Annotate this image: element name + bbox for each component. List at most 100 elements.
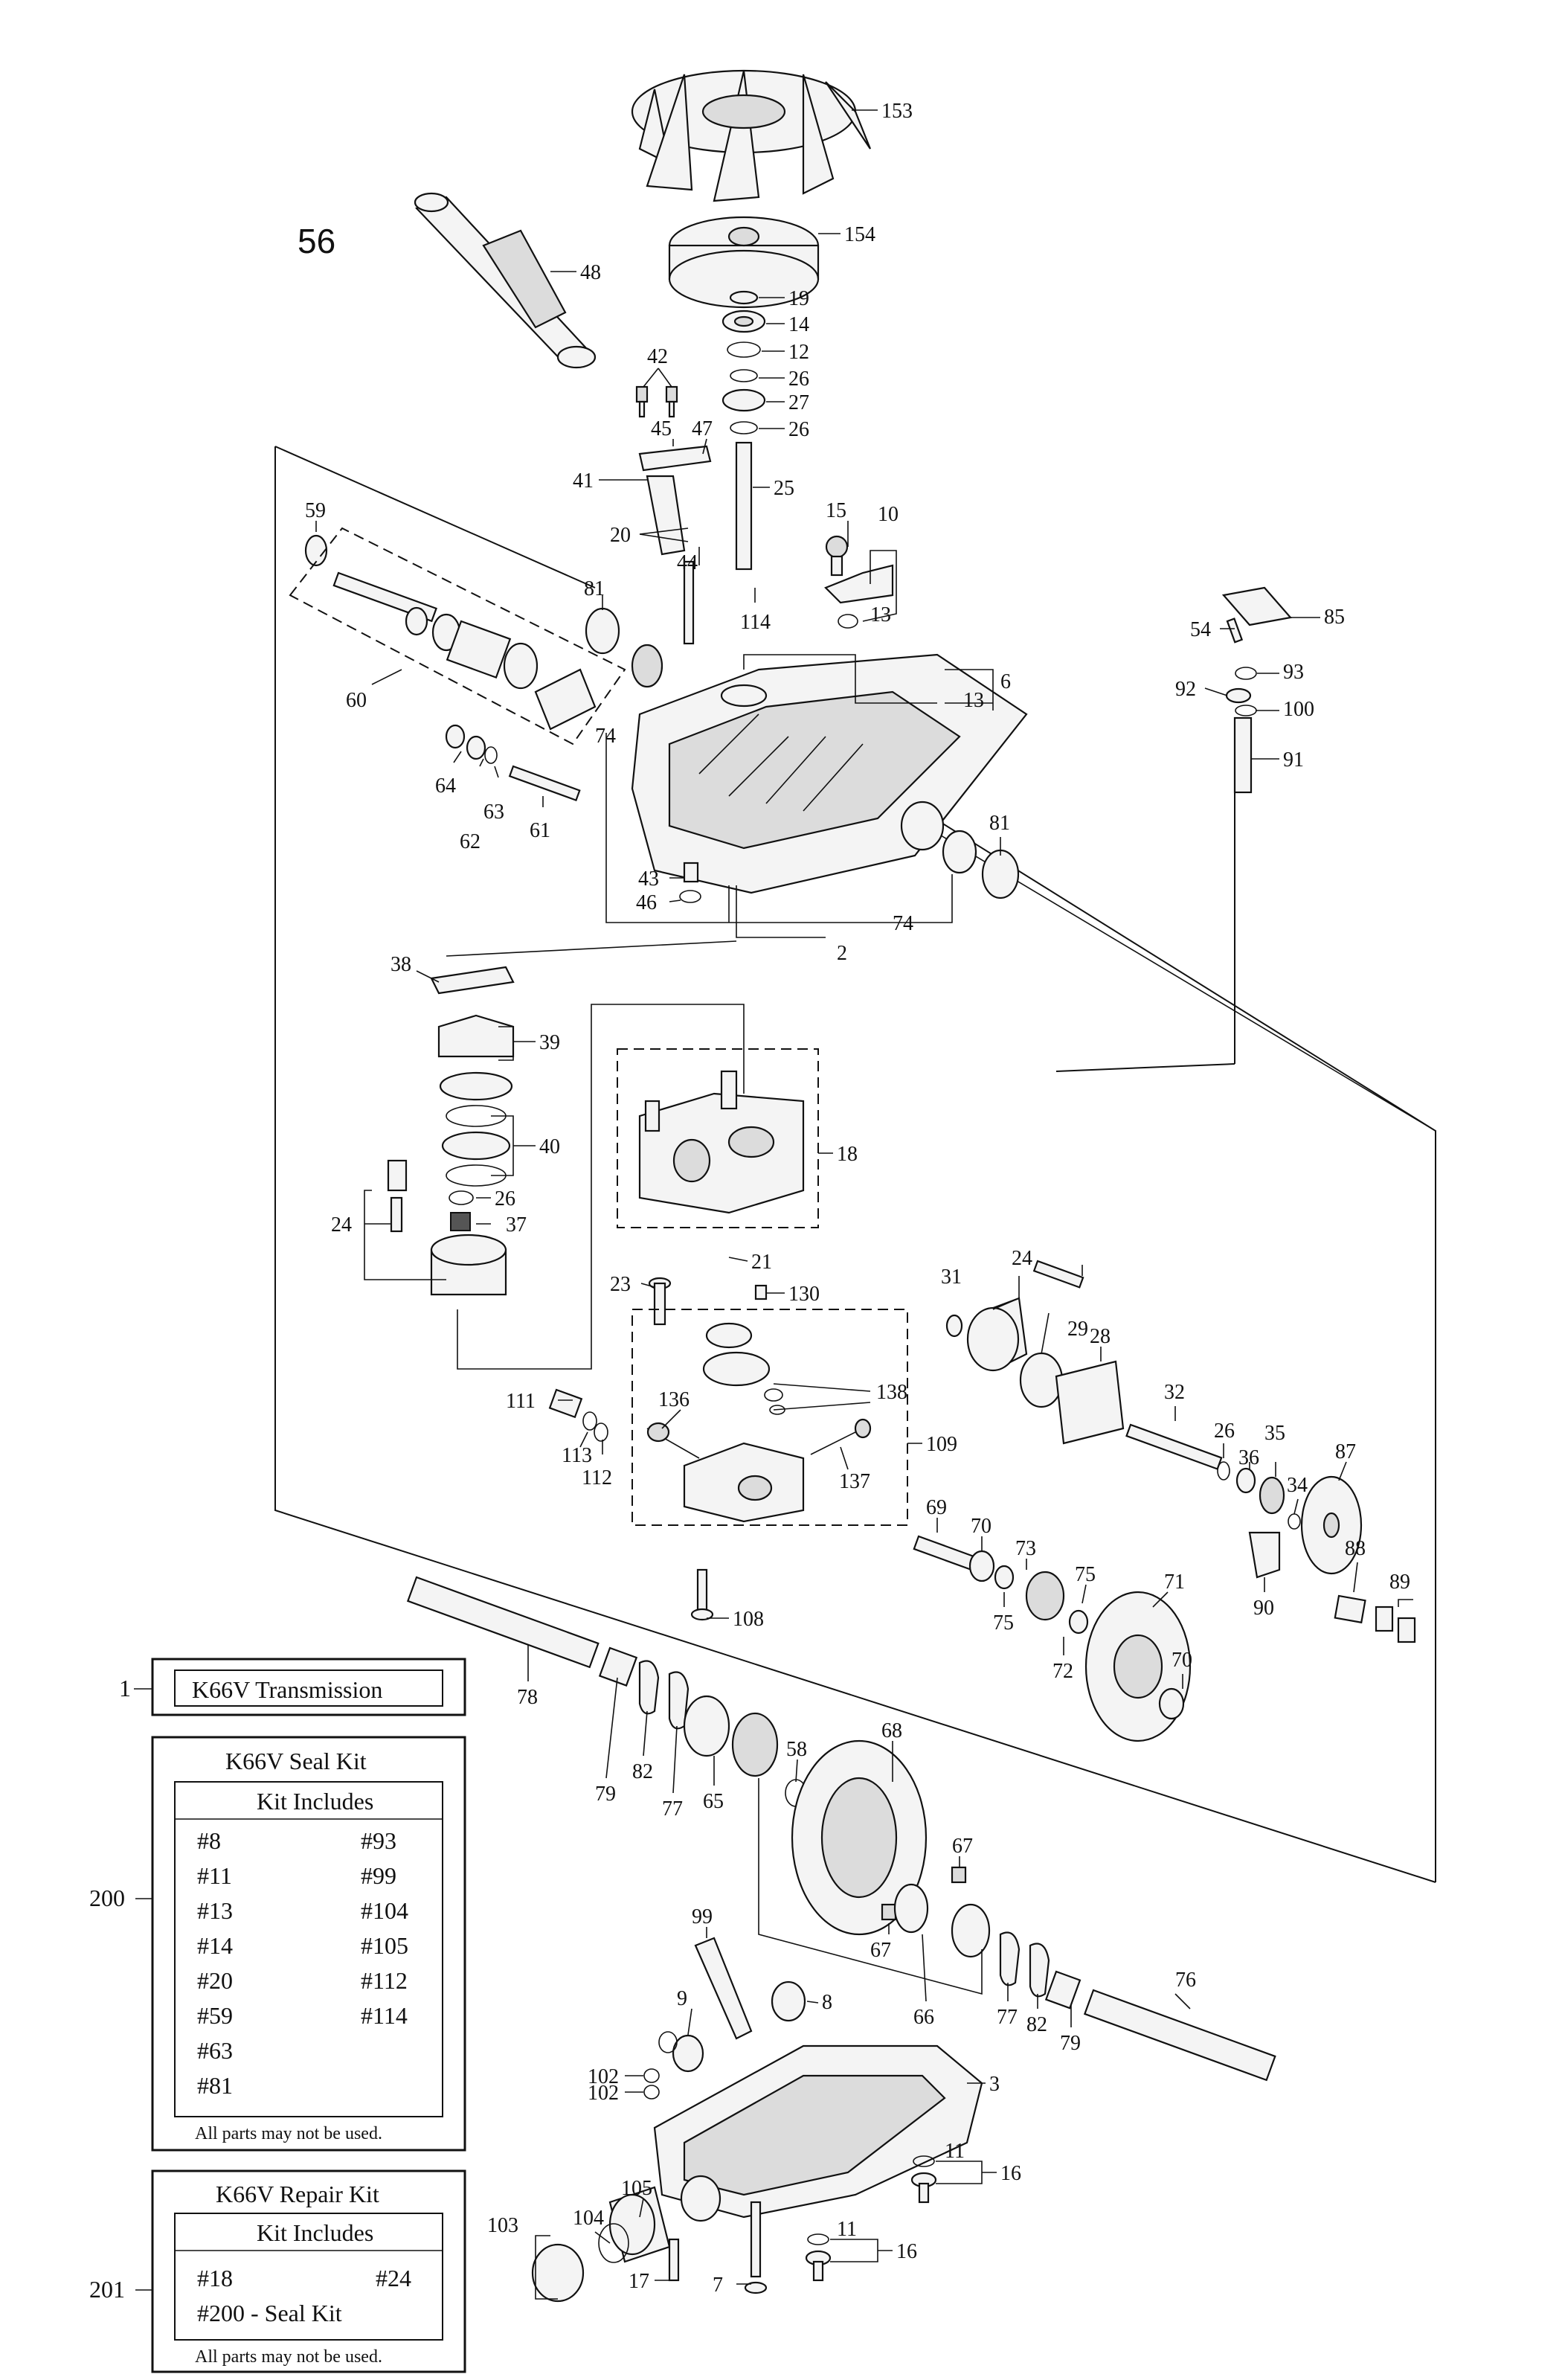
callout-68: 68 bbox=[881, 1719, 902, 1742]
callout-99: 99 bbox=[692, 1905, 713, 1928]
screws-42 bbox=[635, 385, 678, 418]
repair-kit-ref: 201 bbox=[89, 2276, 125, 2303]
left-axle-78 bbox=[406, 1576, 807, 1807]
callout-26b: 26 bbox=[788, 418, 809, 441]
seal-kit-right-1: #99 bbox=[361, 1862, 396, 1889]
input-shaft-stack bbox=[721, 290, 766, 571]
callout-75a: 75 bbox=[1075, 1563, 1096, 1586]
repair-kit-subtitle: Kit Includes bbox=[257, 2219, 373, 2246]
transmission-title: K66V Transmission bbox=[192, 1676, 382, 1703]
upper-housing-2 bbox=[631, 653, 1028, 903]
callout-105: 105 bbox=[621, 2177, 652, 2200]
gear-train-71 bbox=[913, 1535, 1192, 1742]
callout-138: 138 bbox=[876, 1381, 907, 1404]
callout-81a: 81 bbox=[584, 577, 605, 600]
callout-136: 136 bbox=[658, 1388, 690, 1411]
callout-71: 71 bbox=[1164, 1571, 1185, 1594]
callout-109: 109 bbox=[926, 1433, 957, 1456]
callout-112: 112 bbox=[582, 1466, 612, 1489]
fittings-15-10 bbox=[824, 535, 894, 629]
seal-kit-note: All parts may not be used. bbox=[195, 2124, 382, 2143]
callout-45: 45 bbox=[651, 417, 672, 440]
callout-64: 64 bbox=[435, 774, 456, 798]
callout-36: 36 bbox=[1238, 1446, 1259, 1469]
callout-60: 60 bbox=[346, 689, 367, 712]
callout-15: 15 bbox=[826, 499, 846, 522]
callout-14: 14 bbox=[788, 313, 809, 336]
callout-77b: 77 bbox=[997, 2006, 1018, 2029]
callout-92: 92 bbox=[1175, 678, 1196, 701]
brake-disc-87 bbox=[1248, 1475, 1416, 1643]
fan-part bbox=[631, 69, 872, 202]
repair-kit-box: 201 K66V Repair Kit Kit Includes #18 #24… bbox=[89, 2169, 466, 2373]
callout-54: 54 bbox=[1190, 618, 1211, 641]
callout-102b: 102 bbox=[588, 2082, 619, 2105]
seal-kit-title: K66V Seal Kit bbox=[225, 1748, 367, 1774]
callout-46: 46 bbox=[636, 891, 657, 914]
seal-81-left bbox=[585, 607, 620, 655]
callout-130: 130 bbox=[788, 1283, 820, 1306]
shock-absorber-part bbox=[414, 192, 597, 369]
callout-66: 66 bbox=[913, 2006, 934, 2029]
callout-111: 111 bbox=[506, 1390, 536, 1413]
callout-17: 17 bbox=[629, 2270, 649, 2293]
seal-kit-ref: 200 bbox=[89, 1885, 125, 1911]
pulley-part bbox=[668, 216, 820, 309]
callout-103: 103 bbox=[487, 2214, 518, 2237]
callout-79a: 79 bbox=[595, 1783, 616, 1806]
callout-35: 35 bbox=[1264, 1422, 1285, 1445]
seal-kit-left-6: #63 bbox=[197, 2037, 233, 2064]
callout-102a: 102 bbox=[588, 2065, 619, 2088]
bushing-left bbox=[631, 644, 663, 688]
leader-lines bbox=[315, 109, 1413, 2300]
callout-29: 29 bbox=[1067, 1318, 1088, 1341]
callout-62: 62 bbox=[460, 830, 481, 853]
callout-104: 104 bbox=[573, 2207, 604, 2230]
repair-kit-item-3: #200 - Seal Kit bbox=[197, 2300, 342, 2326]
callout-37: 37 bbox=[506, 1213, 527, 1236]
callout-16b: 16 bbox=[896, 2240, 917, 2263]
callout-42: 42 bbox=[647, 345, 668, 368]
callout-40: 40 bbox=[539, 1135, 560, 1158]
levers-45-41 bbox=[638, 445, 712, 645]
callout-74b: 74 bbox=[893, 912, 913, 935]
pump-section-109 bbox=[631, 1309, 908, 1526]
callout-16a: 16 bbox=[1000, 2162, 1021, 2185]
seal-kit-box: 200 K66V Seal Kit Kit Includes #8 #11 #1… bbox=[89, 1736, 466, 2152]
callout-11a: 11 bbox=[945, 2140, 965, 2163]
callout-77a: 77 bbox=[662, 1797, 683, 1821]
callout-23: 23 bbox=[610, 1273, 631, 1296]
callout-8: 8 bbox=[822, 1991, 832, 2014]
callout-24a: 24 bbox=[331, 1213, 352, 1236]
assembly-outline bbox=[274, 446, 1436, 1883]
callout-labels: 153 154 48 19 14 12 42 26 27 26 45 47 41… bbox=[305, 100, 1410, 2297]
bolt-108 bbox=[690, 1568, 714, 1621]
callout-31: 31 bbox=[941, 1266, 962, 1289]
callout-93: 93 bbox=[1283, 661, 1304, 684]
callout-61: 61 bbox=[530, 819, 550, 842]
callout-85: 85 bbox=[1324, 606, 1345, 629]
callout-13a: 13 bbox=[870, 603, 891, 626]
callout-114: 114 bbox=[740, 611, 771, 634]
callout-34: 34 bbox=[1287, 1474, 1308, 1497]
seal-kit-left-7: #81 bbox=[197, 2072, 233, 2099]
repair-kit-note: All parts may not be used. bbox=[195, 2347, 382, 2367]
swashplate-stack bbox=[387, 966, 515, 1296]
callout-154: 154 bbox=[844, 223, 875, 246]
callout-38: 38 bbox=[390, 953, 411, 976]
callout-44: 44 bbox=[677, 551, 698, 574]
callout-39: 39 bbox=[539, 1031, 560, 1054]
callout-65: 65 bbox=[703, 1790, 724, 1813]
page-number: 56 bbox=[298, 222, 335, 260]
callout-9: 9 bbox=[677, 1987, 687, 2010]
callout-26a: 26 bbox=[788, 368, 809, 391]
callout-43: 43 bbox=[638, 867, 659, 891]
callout-26d: 26 bbox=[1214, 1420, 1235, 1443]
seal-kit-right-2: #104 bbox=[361, 1897, 408, 1924]
shaft-parts-61-64 bbox=[445, 724, 581, 802]
callout-59: 59 bbox=[305, 499, 326, 522]
seal-kit-left-2: #13 bbox=[197, 1897, 233, 1924]
callout-137: 137 bbox=[839, 1470, 870, 1493]
callout-18: 18 bbox=[837, 1143, 858, 1166]
